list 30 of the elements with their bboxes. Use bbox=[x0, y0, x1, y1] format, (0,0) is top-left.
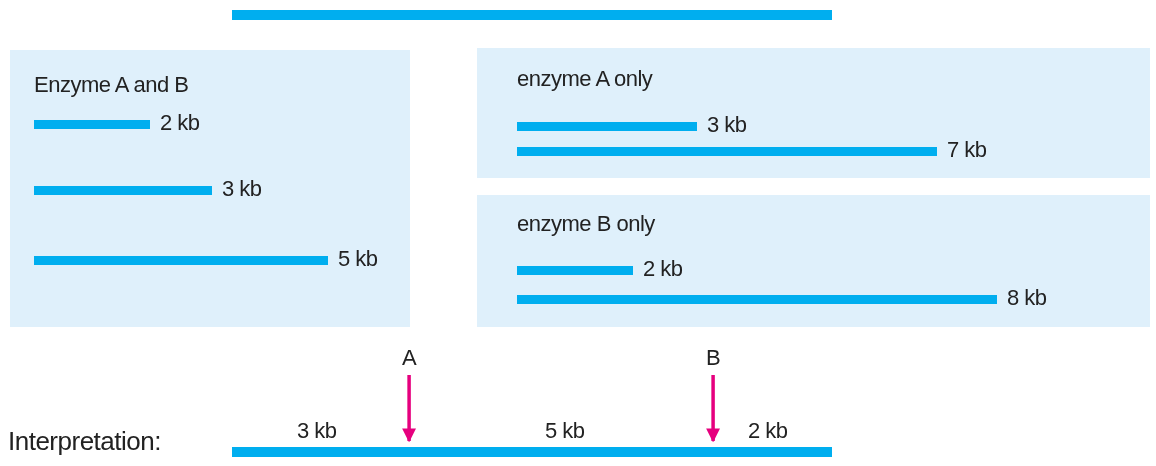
fragment-size-label: 7 kb bbox=[947, 137, 987, 163]
dna-fragment-bar bbox=[517, 122, 697, 131]
dna-fragment-bar bbox=[232, 10, 832, 20]
panel-heading: enzyme A only bbox=[517, 66, 653, 92]
dna-fragment-bar bbox=[517, 266, 633, 275]
site-label: B bbox=[706, 345, 721, 371]
segment-size-label: 5 kb bbox=[545, 418, 585, 444]
dna-fragment-bar bbox=[517, 295, 997, 304]
segment-size-label: 3 kb bbox=[297, 418, 337, 444]
fragment-size-label: 2 kb bbox=[643, 256, 683, 282]
arrow bbox=[706, 375, 721, 443]
segment-size-label: 2 kb bbox=[748, 418, 788, 444]
fragment-size-label: 2 kb bbox=[160, 110, 200, 136]
digest-panel bbox=[477, 48, 1150, 178]
digest-panel bbox=[10, 50, 410, 327]
panel-heading: Enzyme A and B bbox=[34, 72, 189, 98]
dna-fragment-bar bbox=[34, 120, 150, 129]
digest-panel bbox=[477, 195, 1150, 327]
fragment-size-label: 3 kb bbox=[222, 176, 262, 202]
dna-fragment-bar bbox=[34, 256, 328, 265]
panel-heading: enzyme B only bbox=[517, 211, 655, 237]
fragment-size-label: 8 kb bbox=[1007, 285, 1047, 311]
fragment-size-label: 5 kb bbox=[338, 246, 378, 272]
arrow bbox=[402, 375, 417, 443]
row-label: Interpretation: bbox=[8, 428, 161, 454]
site-label: A bbox=[402, 345, 417, 371]
dna-fragment-bar bbox=[232, 447, 832, 457]
dna-fragment-bar bbox=[517, 147, 937, 156]
fragment-size-label: 3 kb bbox=[707, 112, 747, 138]
dna-fragment-bar bbox=[34, 186, 212, 195]
